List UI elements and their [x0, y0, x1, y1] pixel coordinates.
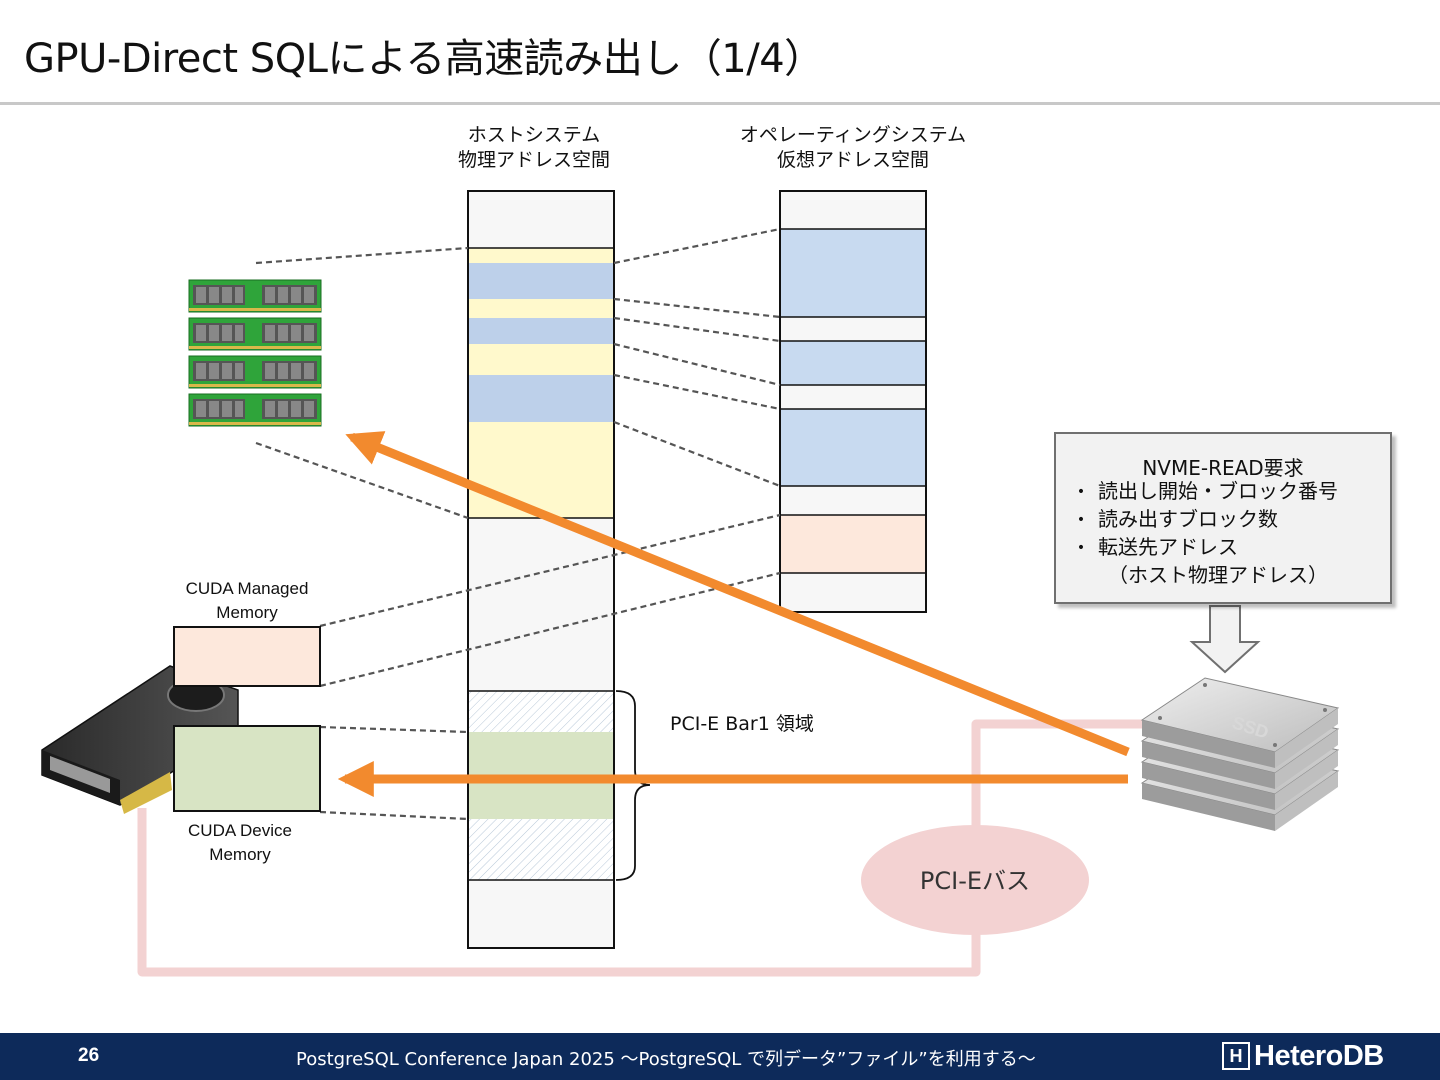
mapped-page-1: [469, 263, 613, 299]
mapping-lines: [255, 227, 781, 821]
os-virtual-heading: オペレーティングシステム 仮想アドレス空間: [713, 123, 993, 173]
pcie-bus-label: PCI-Eバス: [920, 867, 1030, 895]
mapped-page-2: [469, 318, 613, 344]
callout-subitem: （ホスト物理アドレス）: [1108, 563, 1328, 587]
callout-list: • 読出し開始・ブロック番号 • 読み出すブロック数 • 転送先アドレス （ホスト物理…: [1064, 478, 1338, 589]
cuda-managed-memory-label-line1: CUDA Managed: [185, 579, 309, 598]
os-page-2: [781, 341, 925, 385]
footer-text: PostgreSQL Conference Japan 2025 〜Postgr…: [296, 1049, 1036, 1070]
host-physical-column: [467, 190, 615, 949]
callout-item-text: 転送先アドレス: [1098, 535, 1238, 559]
bar1-brace: [615, 690, 651, 881]
bullet-icon: •: [1076, 484, 1086, 500]
nvme-read-callout: NVME-READ要求 • 読出し開始・ブロック番号 • 読み出すブロック数 • 転送…: [1054, 432, 1392, 604]
slide-footer: 26 PostgreSQL Conference Japan 2025 〜Pos…: [0, 1033, 1440, 1080]
callout-item: • 読み出すブロック数: [1064, 506, 1338, 534]
callout-pointer-arrow: [1189, 605, 1261, 674]
host-physical-heading-line2: 物理アドレス空間: [457, 149, 610, 171]
cuda-device-memory-label-line1: CUDA Device: [188, 821, 292, 840]
mapped-page-3: [469, 375, 613, 422]
cuda-device-memory-label-line2: Memory: [209, 845, 271, 864]
slide-title: GPU-Direct SQLによる高速読み出し（1/4）: [24, 36, 824, 82]
brand-name: HeteroDB: [1254, 1039, 1384, 1072]
os-virtual-column: [779, 190, 927, 613]
bar1-label: PCI-E Bar1 領域: [670, 713, 814, 735]
callout-item: • 転送先アドレス: [1064, 534, 1338, 562]
cuda-device-memory-box: [173, 725, 321, 812]
callout-item: • 読出し開始・ブロック番号: [1064, 478, 1338, 506]
callout-title: NVME-READ要求: [1142, 456, 1304, 480]
bullet-icon: •: [1076, 512, 1086, 528]
pcie-bus-line: [137, 719, 1150, 977]
os-virtual-heading-line2: 仮想アドレス空間: [776, 149, 929, 171]
gpu-card-icon: [41, 665, 239, 814]
brand-logo-icon: H: [1222, 1042, 1250, 1070]
host-physical-heading: ホストシステム 物理アドレス空間: [441, 123, 627, 173]
os-page-1: [781, 229, 925, 317]
brand-logo: H HeteroDB: [1222, 1040, 1384, 1072]
ram-module-icon: [188, 279, 322, 427]
cuda-managed-memory-label-line2: Memory: [216, 603, 278, 622]
cuda-device-memory-label: CUDA Device Memory: [160, 819, 320, 867]
cuda-managed-memory-box: [173, 626, 321, 687]
callout-item-text: 読み出すブロック数: [1098, 507, 1278, 531]
bullet-icon: •: [1076, 540, 1086, 556]
cuda-managed-memory-label: CUDA Managed Memory: [166, 577, 328, 625]
callout-item-text: 読出し開始・ブロック番号: [1098, 479, 1338, 503]
pcie-bus-ellipse: [861, 825, 1089, 935]
ssd-stack-icon: SSD: [1140, 677, 1340, 831]
os-managed-page: [781, 515, 925, 573]
os-page-3: [781, 409, 925, 486]
host-physical-heading-line1: ホストシステム: [467, 124, 601, 146]
memory-map-diagram: SSD PCI-Eバス PCI-E Bar1 領域: [41, 190, 1340, 977]
title-divider: [0, 102, 1440, 105]
page-number: 26: [78, 1045, 100, 1066]
dma-arrow-to-host-ram: [345, 431, 1130, 757]
os-virtual-heading-line1: オペレーティングシステム: [739, 124, 967, 146]
